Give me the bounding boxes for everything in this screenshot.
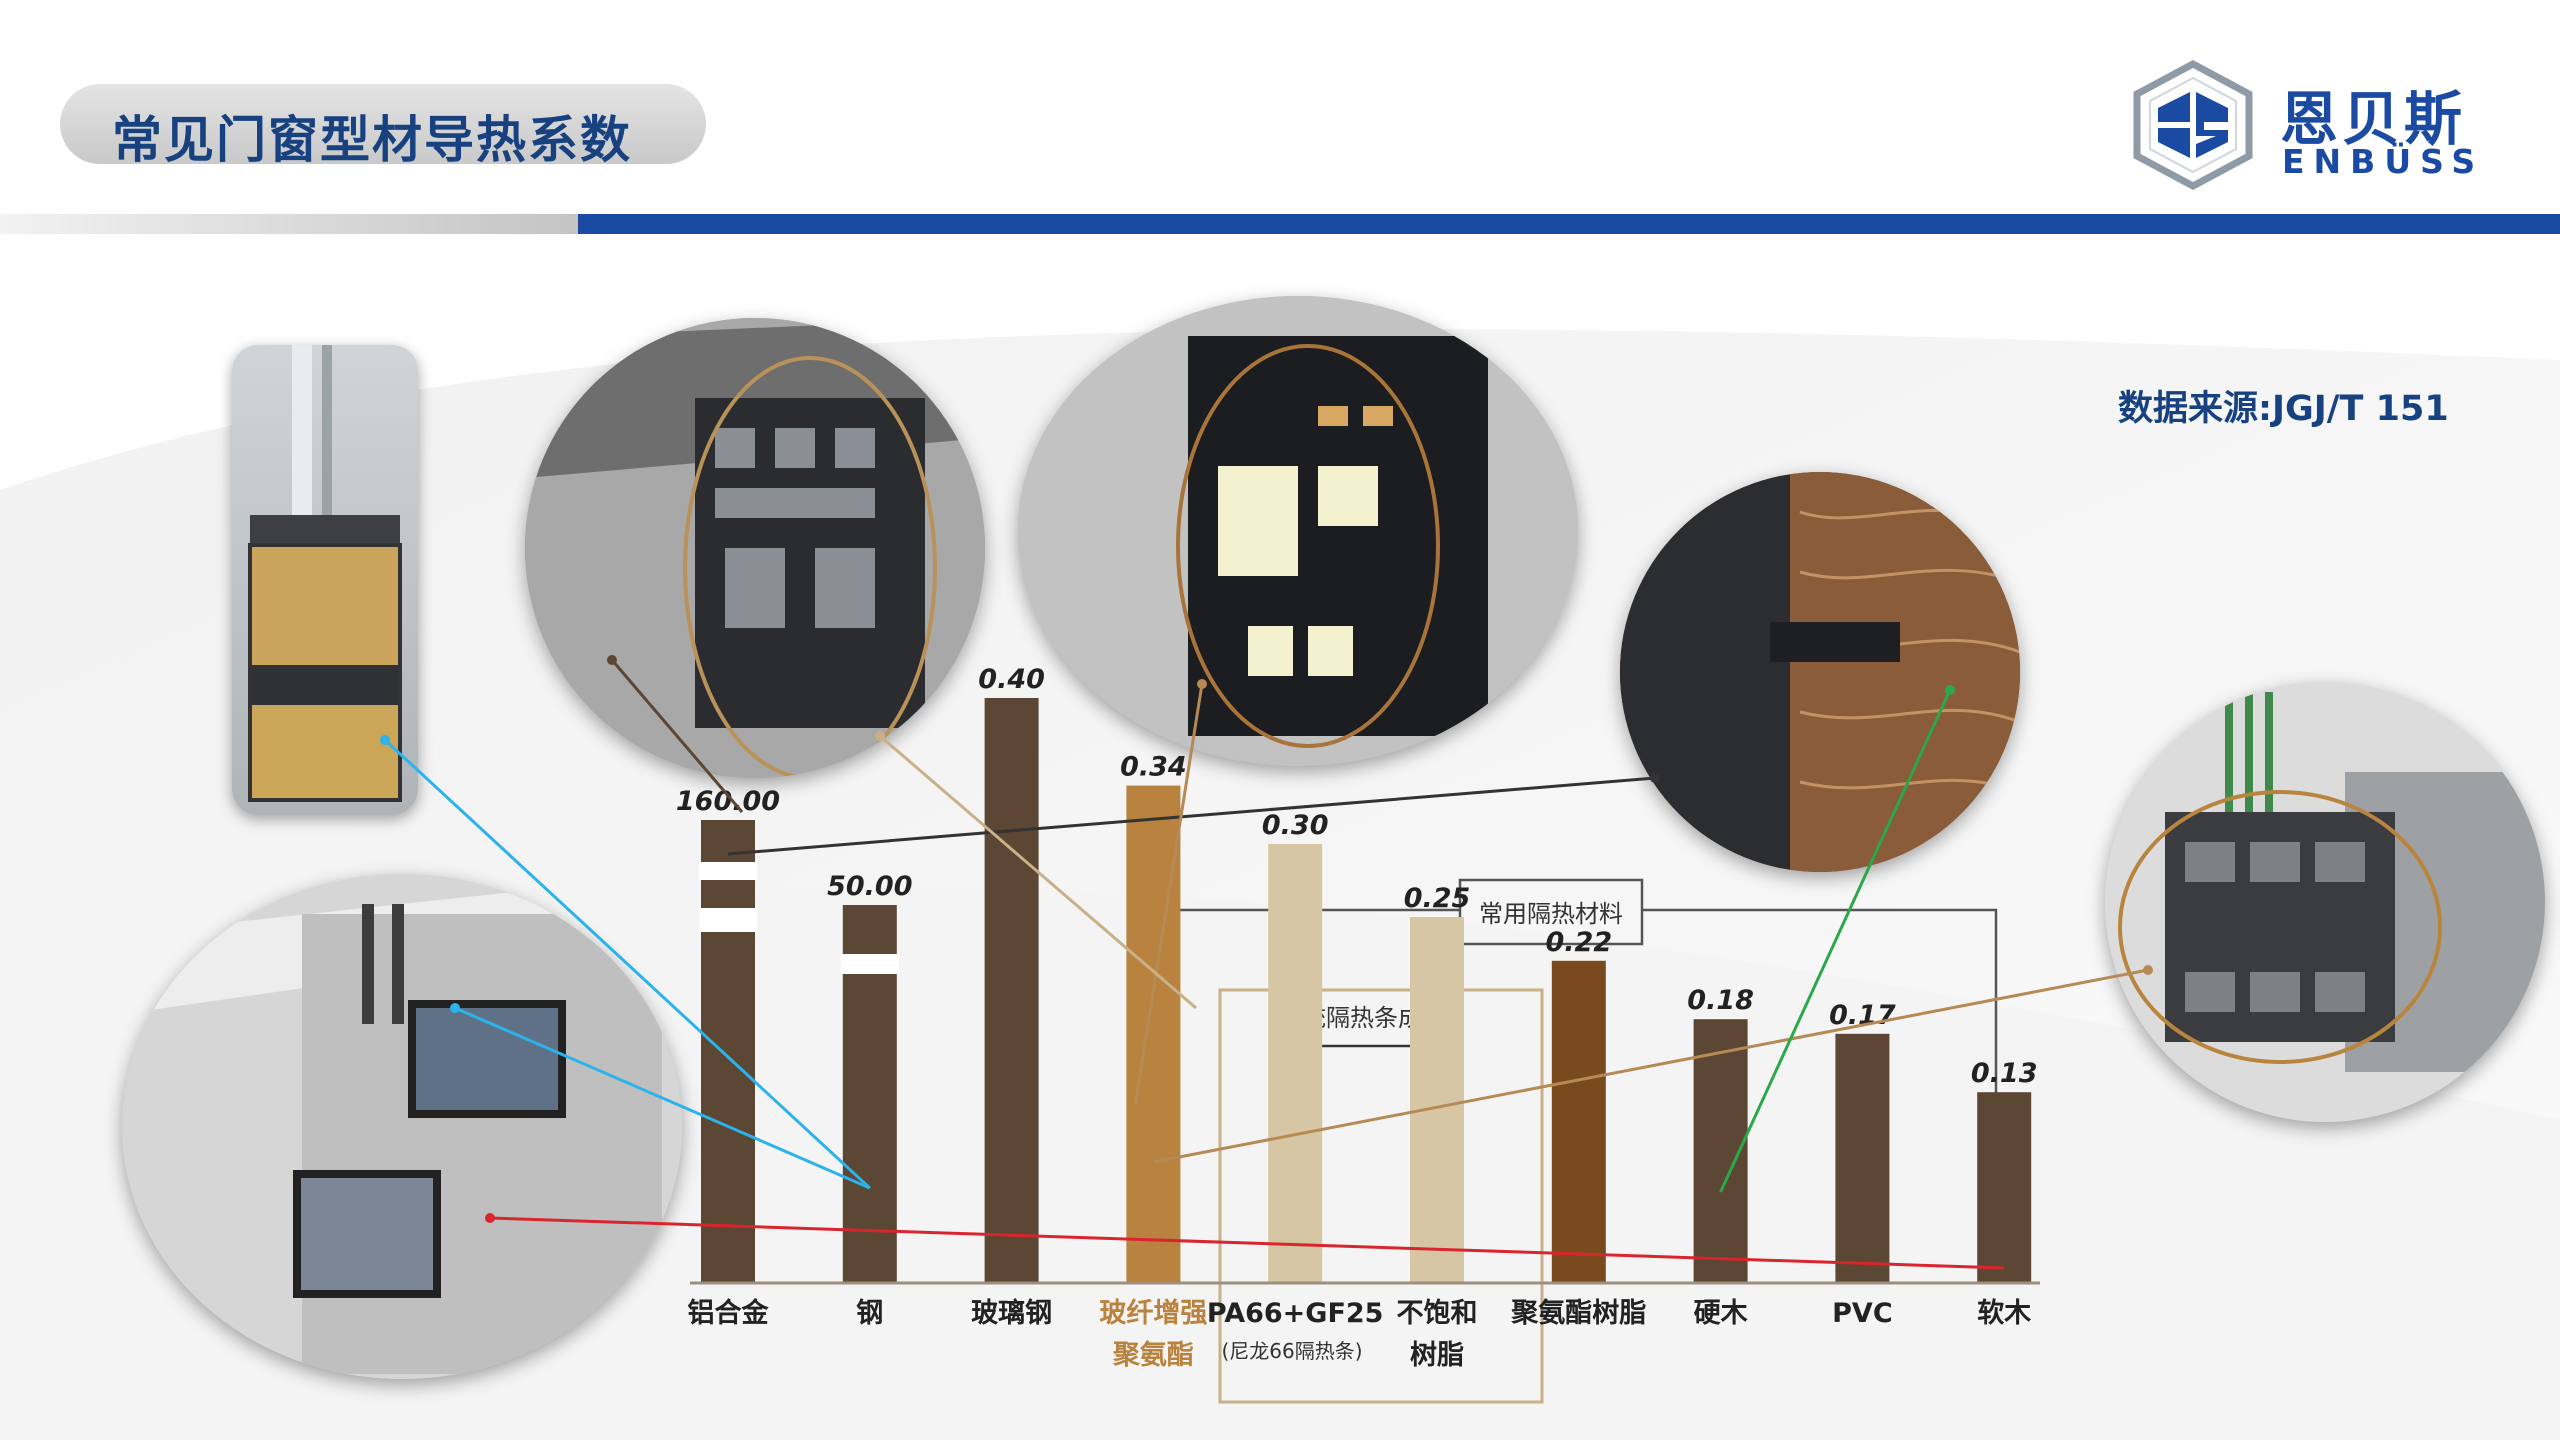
connector-hardwood (1719, 689, 1952, 1193)
pa66-note: (尼龙66隔热条) (1221, 1339, 1362, 1363)
bar-4 (1268, 844, 1323, 1282)
value-label-5: 0.25 (1404, 883, 1471, 914)
pvc-profile-image (2105, 682, 2545, 1122)
arrowhead-1 (450, 1003, 460, 1013)
steel-profile-image (122, 874, 682, 1379)
brand-name-cn: 恩贝斯 (2280, 85, 2467, 153)
arrowhead-2 (485, 1213, 495, 1223)
header-divider-blue (578, 214, 2560, 234)
axis-break-0-1 (699, 908, 757, 932)
pa66-strip-profile-image (1018, 296, 1578, 766)
bar-8 (1835, 1033, 1890, 1282)
arrowhead-7 (607, 655, 617, 665)
aluminum-profile-image (525, 318, 985, 778)
connector-steel-profile (454, 1006, 871, 1190)
axis-break-1 (840, 954, 899, 974)
category-label-3-0: 玻纤增强 (1099, 1297, 1207, 1329)
bar-2 (984, 698, 1039, 1282)
category-label-6: 聚氨酯树脂 (1510, 1298, 1646, 1329)
category-label-8: PVC (1832, 1298, 1893, 1329)
category-label-0: 铝合金 (688, 1297, 770, 1329)
arrowhead-6 (1197, 679, 1207, 689)
title-pill (60, 84, 706, 164)
value-label-4: 0.30 (1262, 810, 1329, 841)
page-title: 常见门窗型材导热系数 (112, 111, 632, 169)
category-label-5-1: 树脂 (1410, 1340, 1464, 1371)
category-label-4: PA66+GF25 (1207, 1298, 1384, 1329)
value-label-9: 0.13 (1971, 1058, 2038, 1089)
connector-steel-core (383, 738, 871, 1190)
enbuss-logo-icon (2133, 60, 2253, 190)
bar-9 (1977, 1092, 2032, 1282)
connector-pvc (1153, 968, 2149, 1164)
connector-aluminum-strip (879, 734, 1197, 1010)
value-label-6: 0.22 (1545, 927, 1612, 958)
arrowhead-4 (2143, 965, 2153, 975)
value-label-7: 0.18 (1687, 985, 1754, 1016)
value-label-3: 0.34 (1120, 752, 1187, 783)
axis-break-0-0 (699, 862, 757, 880)
category-label-5-0: 不饱和 (1397, 1298, 1478, 1329)
wood-profile-image (1620, 472, 2020, 872)
category-label-7: 硬木 (1694, 1298, 1748, 1329)
category-label-2: 玻璃钢 (971, 1298, 1052, 1329)
category-label-3-1: 聚氨酯 (1112, 1340, 1194, 1371)
value-label-1: 50.00 (827, 871, 912, 902)
bar-0 (701, 820, 755, 1282)
arrowhead-0 (380, 735, 390, 745)
arrowhead-8 (875, 731, 885, 741)
connector-wood-profile (727, 776, 1656, 856)
bar-3 (1126, 785, 1181, 1282)
arrowhead-5 (1945, 685, 1955, 695)
connector-soft-wood (489, 1216, 2005, 1270)
data-source: 数据来源:JGJ/T 151 (2118, 389, 2449, 429)
category-label-9: 软木 (1977, 1298, 2031, 1329)
arrowhead-3 (1650, 773, 1660, 783)
value-label-2: 0.40 (978, 664, 1045, 695)
bar-5 (1410, 917, 1464, 1282)
connector-aluminum (610, 659, 744, 813)
connector-pa66-strip (1133, 683, 1204, 1105)
bar-6 (1551, 960, 1606, 1282)
header-divider-grey (0, 214, 578, 234)
value-label-0: 160.00 (676, 786, 780, 817)
common-insulation-label: 常用隔热材料 (1479, 900, 1623, 928)
category-label-1: 钢 (856, 1298, 883, 1329)
brand-name-en: ENBÜSS (2282, 142, 2485, 181)
